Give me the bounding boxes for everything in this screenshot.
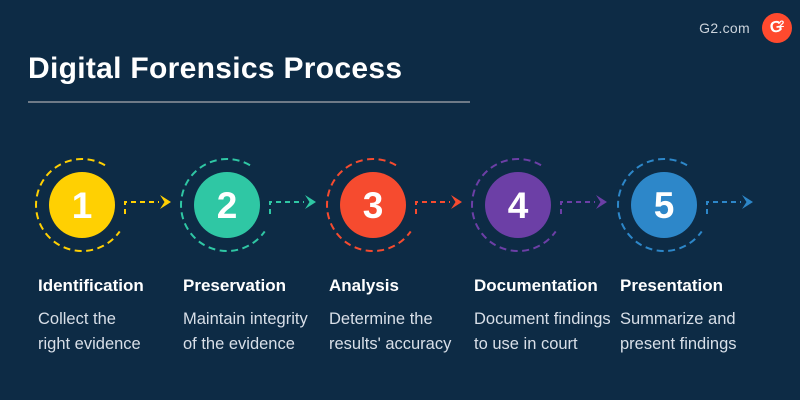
step-heading: Presentation <box>620 276 723 295</box>
g2-logo-icon: G 2 <box>762 13 792 43</box>
step-description-line2: present findings <box>620 335 737 353</box>
connector-arrowhead-icon <box>596 195 607 209</box>
step-1-graphic: 1 <box>35 158 171 253</box>
connector-arrow-line <box>124 201 159 214</box>
step-number: 4 <box>508 185 529 226</box>
step-analysis: 3 Analysis Determine the results' accura… <box>323 150 473 390</box>
page-title: Digital Forensics Process <box>28 52 403 85</box>
g2-logo-letter: G <box>768 18 784 37</box>
step-presentation: 5 Presentation Summarize and present fin… <box>614 150 764 390</box>
step-description-line2: to use in court <box>474 335 578 353</box>
step-description: Maintain integrity of the evidence <box>183 307 331 357</box>
step-preservation: 2 Preservation Maintain integrity of the… <box>177 150 327 390</box>
brand-label: G2.com <box>699 20 750 36</box>
step-description: Document findings to use in court <box>474 307 622 357</box>
dashed-ring <box>35 158 121 253</box>
connector-arrow-line <box>706 201 741 214</box>
dashed-ring <box>326 158 412 253</box>
dashed-ring <box>617 158 703 253</box>
step-documentation: 4 Documentation Document findings to use… <box>468 150 618 390</box>
g2-logo-sub: 2 <box>779 18 785 29</box>
step-description-line1: Maintain integrity <box>183 310 308 328</box>
step-5-graphic: 5 <box>617 158 753 253</box>
connector-arrow-line <box>415 201 450 214</box>
step-description-line2: right evidence <box>38 335 141 353</box>
step-circle <box>49 172 115 238</box>
connector-arrowhead-icon <box>160 195 171 209</box>
step-description-line1: Collect the <box>38 310 116 328</box>
step-identification: 1 Identification Collect the right evide… <box>32 150 182 390</box>
connector-arrowhead-icon <box>742 195 753 209</box>
step-2-graphic: 2 <box>180 158 316 253</box>
step-number: 1 <box>72 185 93 226</box>
step-3-graphic: 3 <box>326 158 462 253</box>
step-description-line1: Determine the <box>329 310 433 328</box>
step-circle <box>631 172 697 238</box>
connector-arrow-line <box>269 201 304 214</box>
step-circle <box>340 172 406 238</box>
brand-area: G2.com G 2 <box>699 13 792 43</box>
step-description-line1: Document findings <box>474 310 611 328</box>
step-description: Summarize and present findings <box>620 307 768 357</box>
step-number: 2 <box>217 185 238 226</box>
connector-arrowhead-icon <box>305 195 316 209</box>
step-description: Collect the right evidence <box>38 307 186 357</box>
step-circle <box>485 172 551 238</box>
step-heading: Identification <box>38 276 144 295</box>
dashed-ring <box>180 158 266 253</box>
step-description: Determine the results' accuracy <box>329 307 477 357</box>
connector-arrow-line <box>560 201 595 214</box>
step-description-line1: Summarize and <box>620 310 736 328</box>
connector-arrowhead-icon <box>451 195 462 209</box>
step-number: 5 <box>654 185 675 226</box>
step-heading: Analysis <box>329 276 399 295</box>
step-4-graphic: 4 <box>471 158 607 253</box>
step-number: 3 <box>363 185 384 226</box>
step-description-line2: results' accuracy <box>329 335 452 353</box>
step-heading: Preservation <box>183 276 286 295</box>
step-description-line2: of the evidence <box>183 335 295 353</box>
title-underline <box>28 101 470 103</box>
dashed-ring <box>471 158 557 253</box>
step-circle <box>194 172 260 238</box>
step-heading: Documentation <box>474 276 598 295</box>
